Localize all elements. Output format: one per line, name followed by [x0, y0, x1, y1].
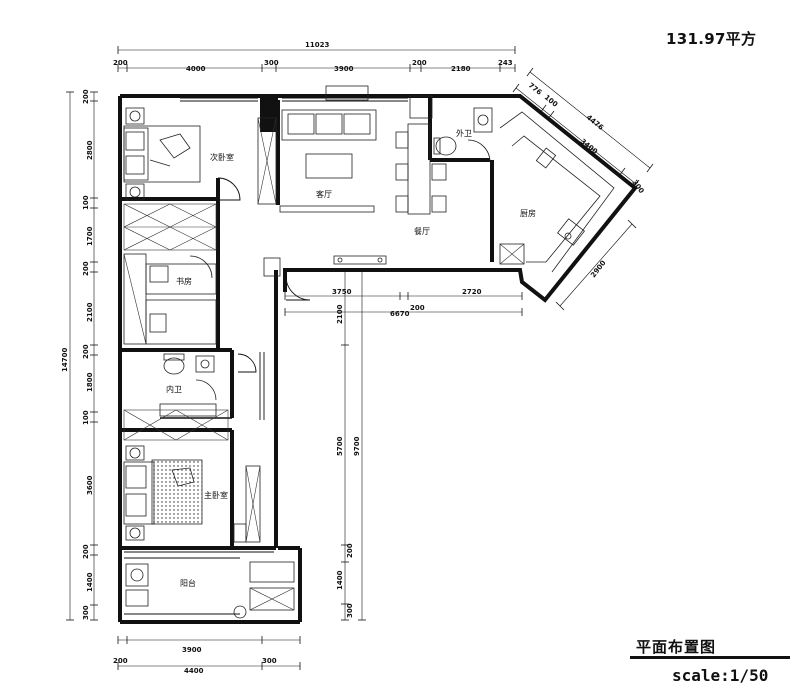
- dim-vert-3: 9700: [353, 436, 361, 456]
- middle-dimensions: 3750 200 2720 6670: [284, 288, 523, 318]
- master-wardrobe: [123, 409, 229, 441]
- dim-left-total: 14700: [61, 348, 69, 372]
- dim-left-1: 200: [82, 89, 90, 104]
- dim-left-10: 3600: [86, 475, 94, 495]
- dim-left-5: 200: [82, 261, 90, 276]
- dim-left-7: 200: [82, 344, 90, 359]
- dim-left-13: 300: [82, 605, 90, 620]
- dim-bottom-right: 300: [262, 657, 277, 665]
- title-underline: [630, 656, 790, 659]
- dim-left-3: 100: [82, 195, 90, 210]
- room-label-guest-bath: 外卫: [456, 128, 472, 138]
- study-furniture: [123, 253, 217, 345]
- top-dimensions: 11023 200 4000 300 3900 200 2180 243: [113, 41, 516, 73]
- dim-left-6: 2100: [86, 302, 94, 322]
- room-label-study: 书房: [176, 276, 192, 286]
- dim-top-1: 200: [113, 59, 128, 67]
- guest-bath-fixtures: [433, 107, 493, 163]
- dim-top-5: 200: [412, 59, 427, 67]
- dim-mid-3: 2720: [462, 288, 482, 296]
- dim-mid-2: 200: [410, 304, 425, 312]
- dim-left-8: 1800: [86, 372, 94, 392]
- dim-diag-3: 4476: [585, 113, 605, 132]
- structural-column: [260, 96, 278, 132]
- room-label-inner-bath: 内卫: [166, 384, 182, 394]
- room-label-dining-room: 餐厅: [414, 227, 430, 236]
- dim-top-6: 2180: [451, 65, 471, 73]
- second-bedroom-furniture: [123, 107, 201, 201]
- dim-top-total: 11023: [305, 41, 329, 49]
- dining-room-furniture: [333, 95, 447, 265]
- total-area: 131.97平方: [666, 30, 757, 48]
- center-vertical-dimensions: 2100 5700 200 1400 300 9700: [336, 269, 366, 621]
- kitchen-fixtures: [499, 111, 615, 273]
- study-wardrobes: [123, 203, 217, 251]
- dim-left-4: 1700: [86, 226, 94, 246]
- left-dimensions: 14700 200 2800 100 1700 200 2100 200 180…: [61, 89, 98, 621]
- dim-left-11: 200: [82, 544, 90, 559]
- dim-mid-4: 6670: [390, 310, 410, 318]
- dim-vert-6: 300: [346, 603, 354, 618]
- doors: [217, 177, 311, 420]
- walls: [118, 94, 638, 624]
- room-label-balcony: 阳台: [180, 578, 196, 588]
- dim-vert-2: 5700: [336, 436, 344, 456]
- dim-diag-1: 776: [527, 81, 543, 96]
- dim-left-9: 100: [82, 410, 90, 425]
- room-labels: 次卧室 客厅 餐厅 外卫 厨房 书房 内卫 主卧室 阳台: [166, 128, 536, 588]
- wardrobe-second-bedroom: [257, 117, 277, 205]
- dim-bottom-left: 200: [113, 657, 128, 665]
- room-label-master-bedroom: 主卧室: [204, 490, 228, 500]
- windows: [180, 85, 408, 102]
- room-label-kitchen: 厨房: [520, 208, 536, 218]
- dim-bottom-total: 4400: [184, 667, 204, 675]
- living-room-furniture: [263, 109, 377, 277]
- dim-left-12: 1400: [86, 572, 94, 592]
- dim-vert-1: 2100: [336, 304, 344, 324]
- master-bedroom-furniture: [123, 445, 261, 543]
- room-label-living-room: 客厅: [316, 189, 332, 199]
- dim-left-2: 2800: [86, 140, 94, 160]
- dim-top-3: 300: [264, 59, 279, 67]
- balcony-fixtures: [124, 551, 295, 619]
- dim-vert-4: 200: [346, 543, 354, 558]
- drawing-scale: scale:1/50: [672, 666, 769, 685]
- dim-mid-1: 3750: [332, 288, 352, 296]
- bottom-dimensions: 3900 200 4400 300: [113, 636, 301, 675]
- dim-diag-6: 2900: [589, 259, 607, 279]
- dim-top-4: 3900: [334, 65, 354, 73]
- dim-vert-5: 1400: [336, 570, 344, 590]
- drawing-title: 平面布置图: [636, 638, 717, 656]
- dim-top-7: 243: [498, 59, 513, 67]
- dim-bottom-1: 3900: [182, 646, 202, 654]
- room-label-second-bedroom: 次卧室: [210, 152, 234, 162]
- dim-top-2: 4000: [186, 65, 206, 73]
